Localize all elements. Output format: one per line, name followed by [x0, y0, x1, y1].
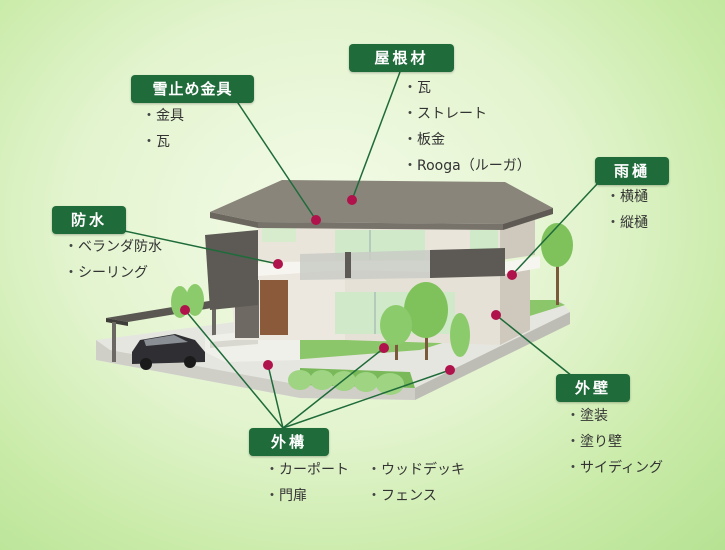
marker-carport	[180, 305, 190, 315]
list-item: 瓦	[142, 129, 184, 155]
list-item: ストレート	[403, 101, 531, 127]
list-roof-material: 瓦 ストレート 板金 Rooga（ルーガ）	[403, 75, 531, 179]
list-exterior-works-col2: ウッドデッキ フェンス	[367, 457, 465, 509]
list-snow-guard: 金具 瓦	[142, 103, 184, 155]
list-gutter: 横樋 縦樋	[606, 184, 648, 236]
label-gutter[interactable]: 雨樋	[595, 157, 669, 185]
list-item: 門扉	[265, 483, 349, 509]
leader-lines	[119, 71, 599, 429]
label-exterior-wall[interactable]: 外壁	[556, 374, 630, 402]
list-exterior-wall: 塗装 塗り壁 サイディング	[566, 403, 663, 481]
list-item: 瓦	[403, 75, 531, 101]
label-roof-material[interactable]: 屋根材	[349, 44, 454, 72]
list-item: 横樋	[606, 184, 648, 210]
trees	[380, 223, 573, 360]
label-waterproof[interactable]: 防水	[52, 206, 126, 234]
list-item: ウッドデッキ	[367, 457, 465, 483]
list-waterproof: ベランダ防水 シーリング	[64, 234, 162, 286]
list-item: シーリング	[64, 260, 162, 286]
roof	[210, 180, 553, 230]
marker-wall	[491, 310, 501, 320]
marker-waterproof	[273, 259, 283, 269]
list-item: ベランダ防水	[64, 234, 162, 260]
carport	[106, 300, 236, 362]
label-snow-guard[interactable]: 雪止め金具	[131, 75, 254, 103]
list-item: サイディング	[566, 455, 663, 481]
marker-roof	[347, 195, 357, 205]
car	[132, 334, 205, 370]
label-exterior-works[interactable]: 外構	[249, 428, 329, 456]
list-item: 板金	[403, 127, 531, 153]
marker-fence	[445, 365, 455, 375]
list-item: 塗装	[566, 403, 663, 429]
list-exterior-works-col1: カーポート 門扉	[265, 457, 349, 509]
house-body	[205, 214, 540, 345]
list-item: フェンス	[367, 483, 465, 509]
list-item: 塗り壁	[566, 429, 663, 455]
marker-deck	[379, 343, 389, 353]
list-item: 金具	[142, 103, 184, 129]
marker-gate	[263, 360, 273, 370]
marker-dots	[180, 195, 517, 375]
list-item: Rooga（ルーガ）	[403, 153, 531, 179]
marker-snow-guard	[311, 215, 321, 225]
list-item: 縦樋	[606, 210, 648, 236]
list-item: カーポート	[265, 457, 349, 483]
marker-gutter	[507, 270, 517, 280]
